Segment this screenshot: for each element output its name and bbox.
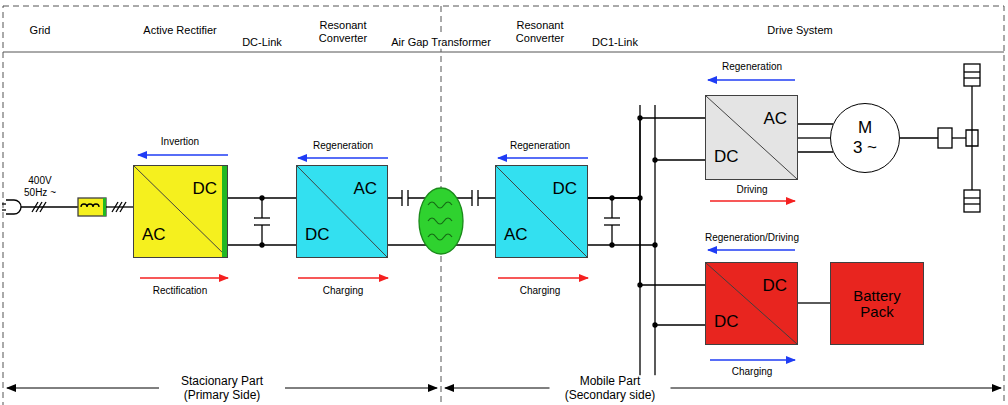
port-label: DC <box>192 180 217 199</box>
port-label: AC <box>504 226 528 245</box>
wire-connector <box>798 137 830 138</box>
flow-label: Invertion <box>161 136 199 148</box>
node-label: Battery Pack <box>837 287 917 320</box>
port-label: AC <box>142 226 166 245</box>
column-header: Air Gap Transformer <box>388 36 494 49</box>
flow-arrows <box>138 80 795 360</box>
port-label: AC <box>763 110 787 129</box>
supply-rating: 400V 50Hz ~ <box>21 175 59 198</box>
resonant-link <box>388 188 495 254</box>
span-lines <box>7 388 1001 389</box>
port-label: DC <box>762 277 787 296</box>
column-header: Resonant Converter <box>505 19 575 44</box>
flow-label: Charging <box>732 366 773 378</box>
flow-label: Rectification <box>153 285 207 297</box>
flow-label: Regeneration <box>313 140 373 152</box>
battery-box: Battery Pack <box>830 262 924 345</box>
node-label: M <box>831 119 899 138</box>
heatsink-strip <box>222 166 227 257</box>
port-label: DC <box>714 313 739 332</box>
converter-diagonal <box>706 263 797 344</box>
dcdc-box: DC DC <box>705 262 798 345</box>
section-label: Stacionary Part (Primary Side) <box>159 375 285 403</box>
port-label: DC <box>305 226 330 245</box>
frame <box>3 6 1004 405</box>
dc-link <box>228 196 296 247</box>
column-header: DC1-Link <box>592 36 638 49</box>
column-header: Drive System <box>767 24 832 37</box>
motor-circle: M3 ~ <box>830 103 900 173</box>
column-header: Grid <box>30 24 51 37</box>
converter-box: DC AC <box>495 165 588 258</box>
converter-box: AC DC <box>296 165 388 258</box>
rectifier-box: DC AC <box>133 165 228 258</box>
converter-diagonal <box>706 96 797 179</box>
flow-label: Charging <box>323 285 364 297</box>
port-label: DC <box>714 148 739 167</box>
port-label: AC <box>353 180 377 199</box>
section-label: Mobile Part (Secondary side) <box>550 375 671 403</box>
header-rule <box>3 52 1004 53</box>
column-header: Active Rectifier <box>143 24 216 37</box>
flow-label: Regeneration <box>722 61 782 73</box>
dc1-bus <box>588 105 705 388</box>
column-header: DC-Link <box>242 36 282 49</box>
drivetrain <box>798 64 980 212</box>
node-label: 3 ~ <box>831 139 899 158</box>
wire-connector <box>798 302 830 303</box>
flow-label: Regeneration <box>510 140 570 152</box>
column-header: Resonant Converter <box>308 19 378 44</box>
flow-label: Driving <box>736 184 767 196</box>
flow-label: Regeneration/Driving <box>705 232 799 244</box>
grid-input <box>2 198 133 216</box>
inverter-box: AC DC <box>705 95 798 180</box>
wire-connector <box>588 198 705 285</box>
wire-connector <box>588 118 705 198</box>
flow-label: Charging <box>520 285 561 297</box>
port-label: DC <box>552 180 577 199</box>
